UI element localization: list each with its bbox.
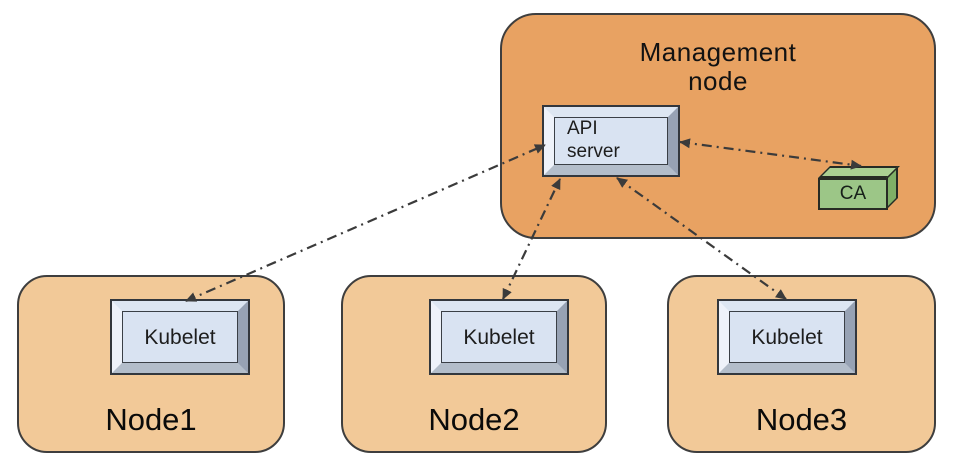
- kubelet-box-node1: Kubelet: [112, 301, 248, 373]
- ca-label: CA: [839, 183, 867, 204]
- worker-node-2-label: Node2: [428, 402, 520, 437]
- api-server-label: API server: [567, 118, 620, 162]
- management-node-title: Management node: [639, 37, 797, 97]
- worker-node-1-label: Node1: [105, 402, 197, 437]
- kubelet-box-node3: Kubelet: [719, 301, 855, 373]
- worker-node-3-label: Node3: [755, 402, 848, 437]
- kubelet-label-node2: Kubelet: [463, 325, 535, 349]
- kubelet-label-node1: Kubelet: [144, 325, 216, 349]
- api-server-box: API server: [544, 107, 678, 175]
- kubelet-label-node3: Kubelet: [751, 325, 823, 349]
- kubelet-box-node2: Kubelet: [431, 301, 567, 373]
- ca-box: CA: [818, 178, 888, 210]
